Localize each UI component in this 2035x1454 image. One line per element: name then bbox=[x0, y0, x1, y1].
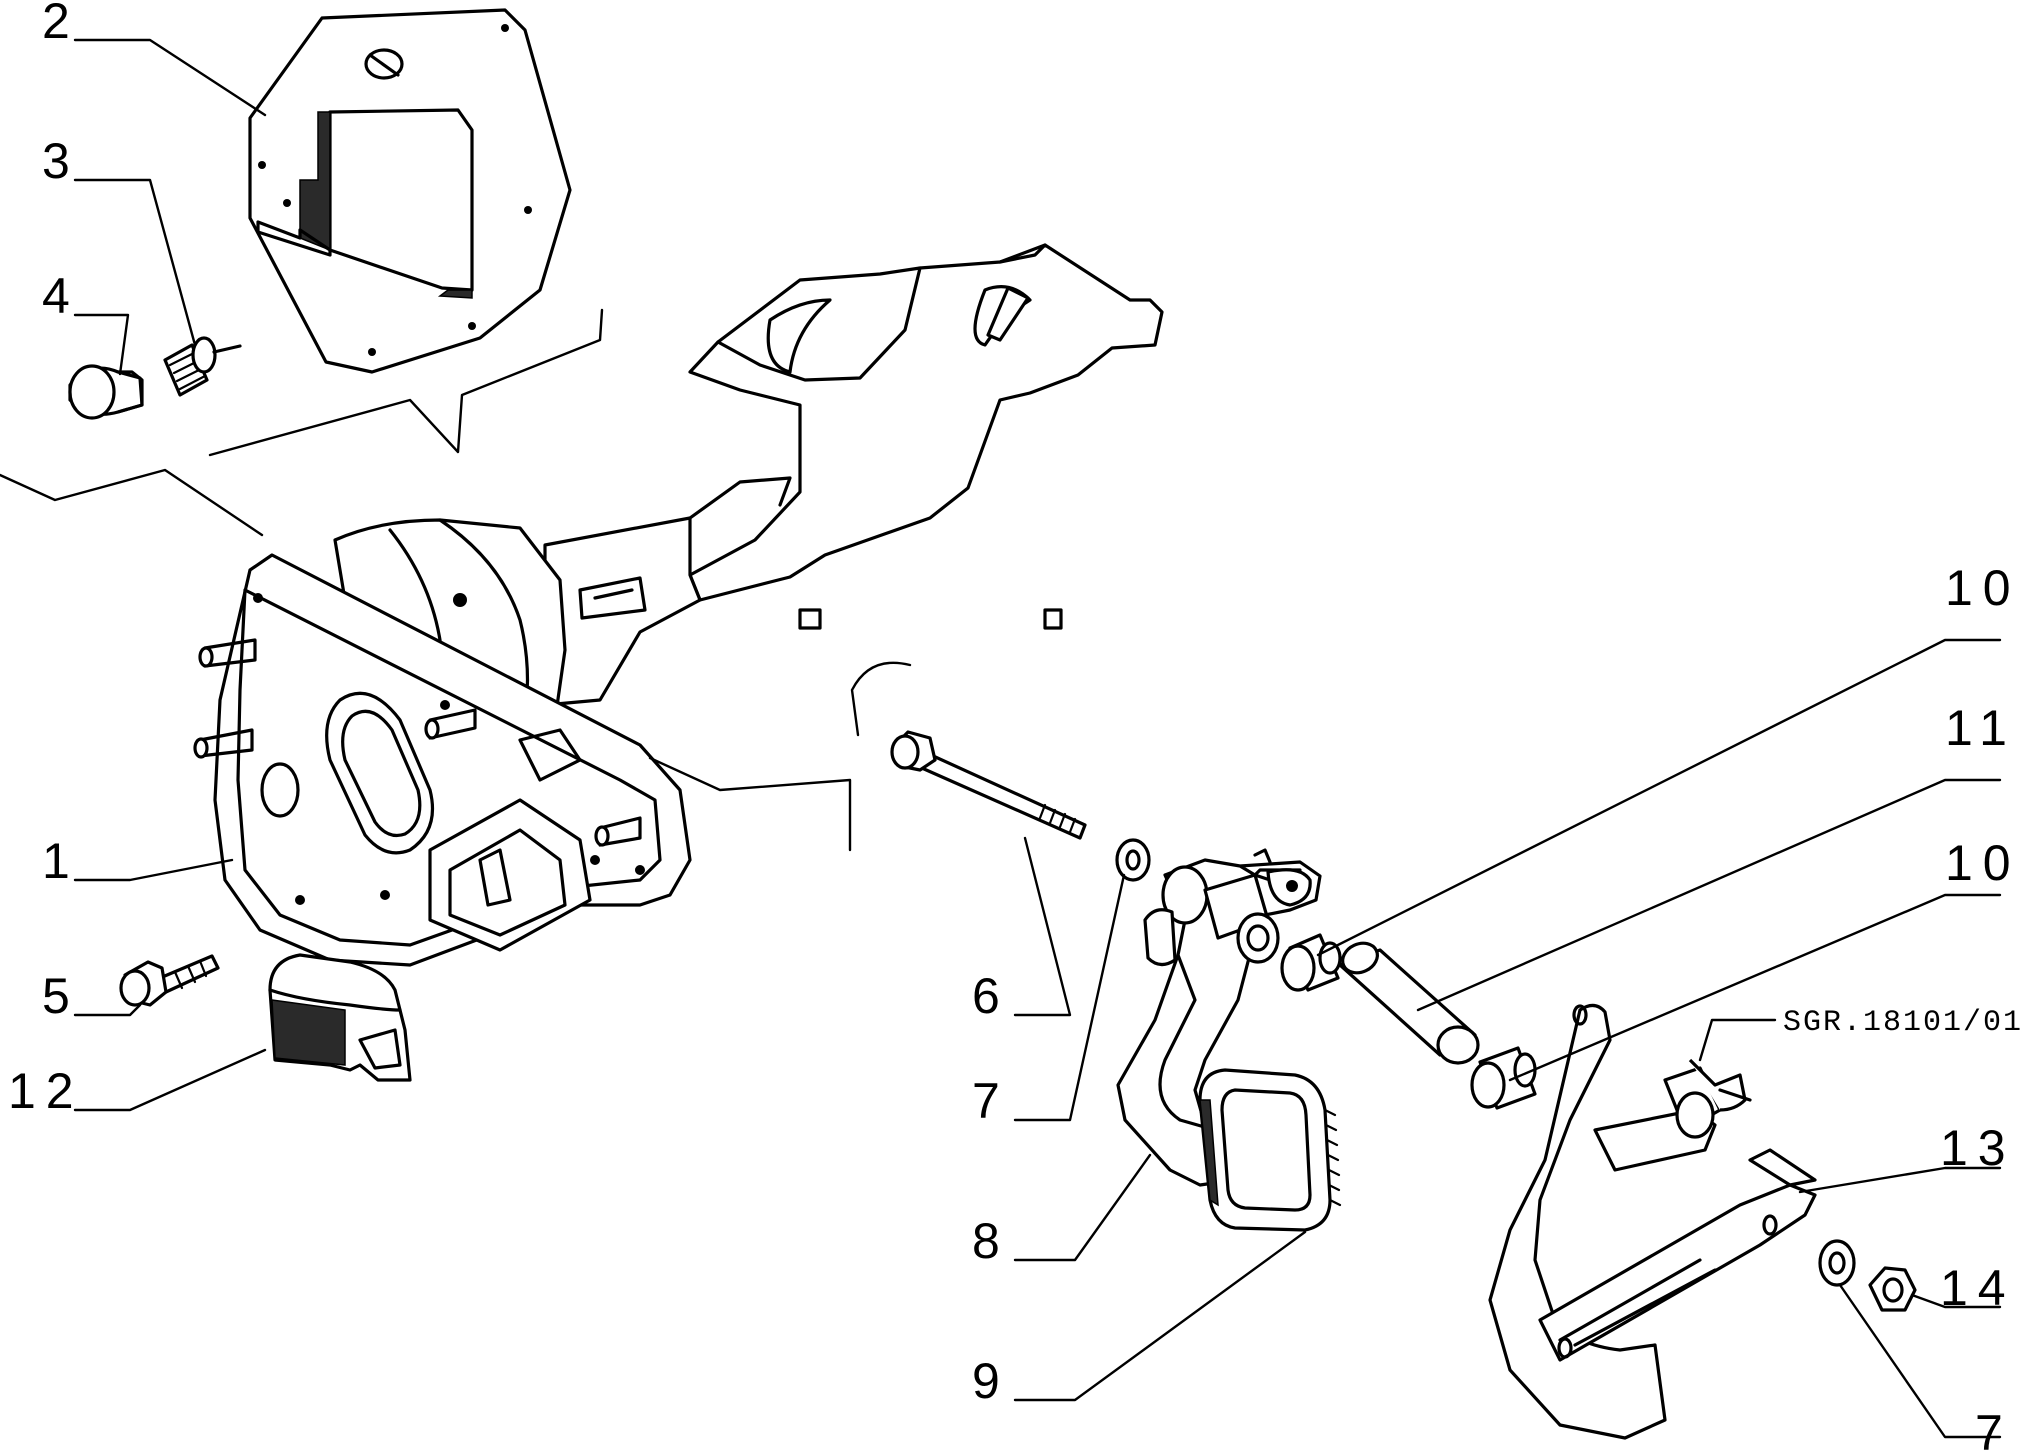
part-13-bracket bbox=[1488, 1003, 1817, 1440]
part-2-cover-panel bbox=[248, 8, 572, 374]
callout-labels: 2 3 4 1 5 12 10 11 10 6 7 8 9 13 14 7 SG… bbox=[8, 0, 2023, 1454]
part-9-pedal-pad bbox=[1198, 1068, 1342, 1232]
callout-2: 2 bbox=[42, 0, 80, 49]
break-lines bbox=[0, 308, 912, 852]
part-11-sleeve bbox=[1338, 941, 1480, 1065]
part-10-bushing-upper bbox=[1280, 933, 1342, 992]
callout-12: 12 bbox=[8, 1063, 84, 1119]
part-12-rubber-cap bbox=[268, 953, 412, 1082]
part-7-washer bbox=[1115, 838, 1151, 882]
drawing-code: SGR.18101/01 bbox=[1783, 1006, 2023, 1040]
callout-9: 9 bbox=[972, 1353, 1010, 1409]
part-5-bolt bbox=[119, 954, 220, 1007]
callout-14: 14 bbox=[1940, 1260, 2016, 1316]
callout-4: 4 bbox=[42, 268, 80, 324]
callout-7-lower: 7 bbox=[1975, 1405, 2013, 1454]
part-14-nut bbox=[1868, 1266, 1917, 1312]
callout-6: 6 bbox=[972, 968, 1010, 1024]
part-8-pedal-arm bbox=[1116, 848, 1322, 1187]
callout-7-upper: 7 bbox=[972, 1073, 1010, 1129]
leader-lines bbox=[73, 38, 2002, 1439]
part-7-washer-lower bbox=[1818, 1239, 1856, 1287]
part-3-threaded-stud bbox=[163, 336, 242, 397]
callout-13: 13 bbox=[1940, 1120, 2016, 1176]
callout-3: 3 bbox=[42, 133, 80, 189]
part-10-bushing-lower bbox=[1470, 1046, 1537, 1110]
part-4-plug bbox=[68, 364, 144, 420]
callout-1: 1 bbox=[42, 833, 80, 889]
callout-11: 11 bbox=[1945, 700, 2017, 756]
callout-8: 8 bbox=[972, 1213, 1010, 1269]
callout-10-upper: 10 bbox=[1945, 560, 2021, 616]
part-6-long-bolt bbox=[890, 730, 1087, 840]
callout-10-lower: 10 bbox=[1945, 835, 2021, 891]
callout-5: 5 bbox=[42, 968, 80, 1024]
part-1-pedal-box-housing bbox=[193, 243, 1164, 967]
